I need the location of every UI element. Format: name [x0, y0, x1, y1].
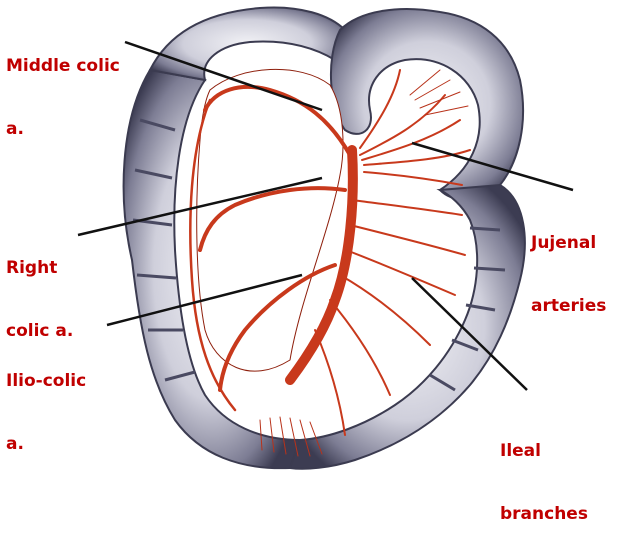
ileal-branches-label-line2: branches	[500, 504, 588, 524]
marginal-artery	[189, 98, 237, 412]
pointer-lines	[77, 40, 574, 391]
right-colic-label-line2: colic a.	[6, 321, 74, 341]
ilio-colic-pointer	[106, 273, 303, 327]
ilio-colic-label-line1: Ilio-colic	[6, 371, 87, 391]
ileal-pointer	[411, 277, 528, 391]
intestinal-arterial-supply-illustration	[77, 6, 574, 470]
ileal-branches-label-line1: Ileal	[500, 441, 541, 461]
haustral-folds	[132, 118, 196, 382]
mesentery-window	[196, 69, 344, 372]
right-colic-pointer	[77, 176, 323, 237]
right-colic-label: Right colic a.	[6, 216, 73, 363]
superior-mesenteric-artery	[285, 145, 358, 385]
middle-colic-label: Middle colic a.	[6, 14, 120, 161]
jejunal-arteries-label-line2: arteries	[531, 296, 607, 316]
jejunal-loops	[330, 8, 525, 201]
jejunal-artery-fan	[359, 69, 471, 186]
middle-colic-label-line2: a.	[6, 119, 24, 139]
transverse-colon	[148, 6, 347, 82]
right-colic-label-line1: Right	[6, 258, 58, 278]
ilio-colic-label: Ilio-colic a.	[6, 329, 86, 476]
ilio-colic-artery	[218, 263, 337, 392]
right-colic-artery	[198, 186, 347, 252]
middle-colic-label-line1: Middle colic	[6, 56, 120, 76]
jejunal-arteries-label-line1: Jujenal	[531, 233, 597, 253]
ileal-branches-label: Ileal branches	[500, 399, 588, 546]
ileal-loops	[288, 183, 526, 470]
vasa-recta	[259, 69, 469, 457]
jejunal-pointer	[411, 141, 574, 192]
ileal-folds	[429, 226, 506, 392]
ileal-artery-fan	[314, 199, 466, 436]
middle-colic-pointer	[124, 40, 323, 112]
bowel-frame	[122, 6, 526, 470]
arterial-tree	[189, 69, 471, 457]
ilio-colic-label-line2: a.	[6, 434, 24, 454]
middle-colic-artery	[203, 84, 352, 157]
jejunal-arteries-label: Jujenal arteries	[531, 191, 606, 338]
